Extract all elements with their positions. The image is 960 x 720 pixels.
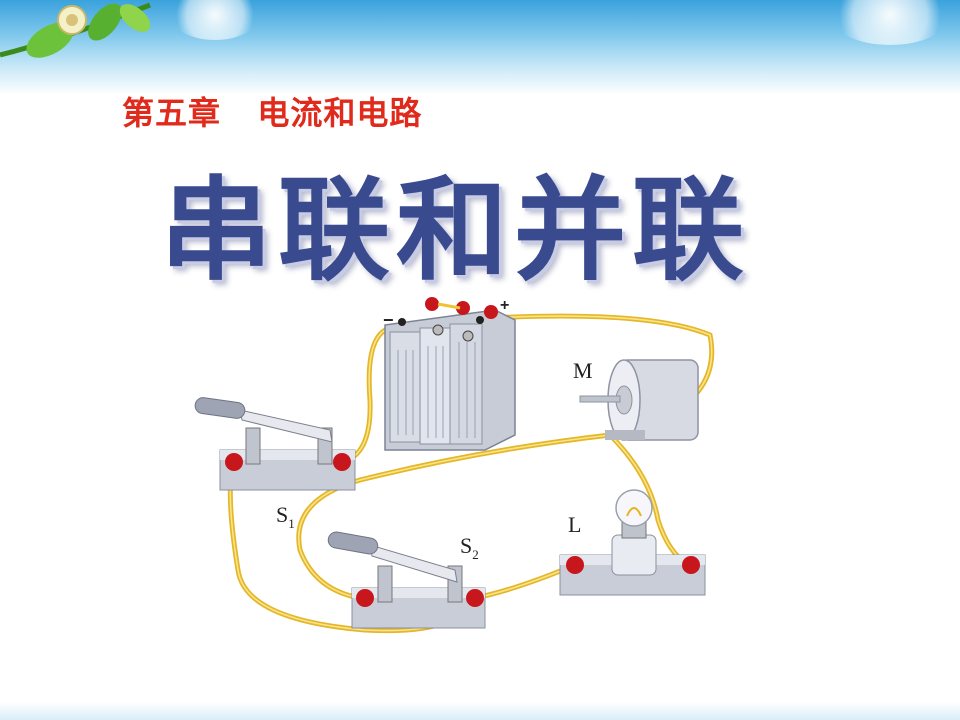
- chapter-heading: 第五章 电流和电路: [122, 94, 423, 132]
- switch-s2-label: S2: [460, 533, 479, 562]
- bottom-band: [0, 702, 960, 720]
- slide-title: 串联和并联: [160, 166, 750, 296]
- circuit-diagram: − + M S1 S2: [194, 297, 715, 634]
- leaf-decoration: [0, 2, 151, 58]
- lamp-l: [559, 489, 706, 596]
- wire-battery-neg-s1: [339, 325, 393, 465]
- switch-s2: [327, 531, 486, 629]
- motor-label: M: [573, 358, 593, 383]
- lamp-label: L: [568, 512, 581, 537]
- battery-positive-sign: +: [500, 297, 509, 314]
- cloud-left: [170, 0, 260, 40]
- battery-pack: [384, 297, 516, 451]
- switch-s1: [194, 397, 356, 491]
- top-sky-band: [0, 0, 960, 95]
- switch-s1-label: S1: [276, 502, 295, 531]
- motor: [579, 359, 699, 441]
- battery-negative-sign: −: [383, 310, 394, 330]
